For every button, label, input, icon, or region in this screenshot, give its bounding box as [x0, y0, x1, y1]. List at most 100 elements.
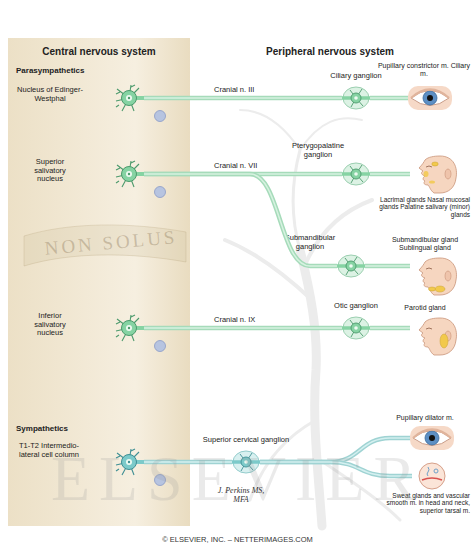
nerve-fiber: [260, 462, 412, 476]
icon-part: [445, 271, 451, 281]
spinal-cord-nucleus: T1-T2 Intermedio-lateral cell column: [14, 440, 144, 484]
icon-part: [426, 268, 432, 269]
fiber-outline: [144, 326, 342, 331]
fiber-outline: [144, 96, 342, 101]
icon-part: [408, 86, 452, 110]
nerve-fiber: [365, 266, 410, 267]
target-organ: Submandibular gland Sublingual gland: [410, 236, 460, 298]
icon-part: [351, 93, 361, 103]
ganglion: Pterygopalatine ganglion: [342, 142, 370, 188]
nerve-fiber: [144, 462, 232, 463]
icon-part: [354, 172, 358, 176]
fiber-outline: [144, 172, 342, 177]
node-label: Pupillary constrictor m. Ciliary m.: [376, 62, 472, 78]
icon-part: [350, 89, 363, 107]
tree-branch: [305, 200, 372, 265]
fiber-core: [370, 173, 410, 175]
target-organ: Parotid gland: [410, 304, 460, 358]
target-organ: Lacrimal glands Nasal mucosal glands Pal…: [410, 150, 460, 224]
node-label: Superior cervical ganglion: [186, 436, 306, 445]
icon-part: [429, 435, 435, 441]
icon-part: [440, 334, 448, 348]
icon-part: [411, 91, 449, 106]
icon-part: [426, 328, 432, 329]
icon-part: [413, 431, 451, 446]
node-label: Nucleus of Edinger-Westphal: [14, 86, 86, 103]
icon-part: [350, 165, 363, 183]
icon-part: [116, 161, 139, 187]
icon-part: [423, 91, 437, 105]
brainstem-nucleus: Nucleus of Edinger-Westphal: [14, 80, 144, 116]
icon-part: [354, 326, 358, 330]
icon-part: [233, 451, 259, 473]
cns-region: Central nervous systemNucleus of Edinger…: [8, 38, 190, 526]
neuron-cell-symbol: [114, 313, 144, 343]
icon-part: [343, 87, 369, 109]
node-label: Otic ganglion: [306, 302, 406, 311]
tree-trunk: [300, 250, 322, 526]
icon-part: [128, 97, 130, 99]
icon-part: [116, 449, 139, 475]
face-illustration: [410, 316, 460, 354]
icon-part: [425, 431, 439, 445]
node-label: Pupillary dilator m.: [380, 414, 470, 422]
icon-part: [232, 460, 260, 464]
icon-part: [419, 463, 445, 489]
icon-part: [427, 467, 429, 476]
fiber-outline: [370, 172, 410, 177]
node-label: Sweat glands and vascular smooth m. in h…: [370, 492, 470, 514]
fiber-outline: [260, 438, 410, 462]
icon-part: [126, 171, 132, 177]
nerve-fiber: [370, 328, 410, 329]
banner-ribbon: [24, 225, 186, 266]
nerve-fiber: [144, 98, 342, 99]
icon-part: [116, 449, 139, 475]
nerve-fiber: [260, 438, 410, 462]
ganglion-cell-symbol: [342, 84, 370, 112]
icon-part: [343, 317, 369, 339]
face-illustration: [410, 154, 460, 194]
fiber-outline: [370, 326, 410, 331]
icon-part: [432, 162, 438, 166]
icon-part: [422, 478, 442, 480]
glial-cell: [155, 187, 166, 198]
fiber-outline: [370, 96, 408, 101]
icon-part: [116, 315, 139, 341]
node-label: Ciliary ganglion: [306, 72, 406, 81]
icon-part: [126, 95, 132, 101]
fiber-core: [370, 97, 408, 99]
fiber-outline: [260, 462, 412, 476]
icon-part: [426, 166, 432, 167]
fiber-core: [144, 173, 342, 175]
nerve-fiber: [144, 328, 342, 329]
target-organ: Sweat glands and vascular smooth m. in h…: [412, 462, 452, 526]
fiber-core: [144, 327, 342, 329]
icon-part: [411, 90, 449, 99]
icon-part: [126, 325, 132, 331]
nerve-fiber: [370, 98, 408, 99]
icon-part: [434, 469, 438, 473]
icon-part: [429, 180, 435, 183]
nerve-label: Cranial n. IX: [214, 316, 255, 325]
ganglion: Otic ganglion: [342, 300, 370, 342]
icon-part: [343, 163, 369, 185]
icon-part: [424, 171, 429, 177]
neuron-cell-symbol: [114, 83, 144, 113]
icon-part: [337, 264, 365, 268]
icon-part: [122, 91, 137, 106]
fiber-core: [260, 438, 410, 462]
fiber-core: [370, 327, 410, 329]
copyright-note: © ELSEVIER, INC. – NETTERIMAGES.COM: [0, 536, 475, 545]
fiber-core: [144, 174, 337, 266]
ganglion-cell-symbol: [342, 160, 370, 188]
node-label: Inferior salivatory nucleus: [22, 312, 78, 338]
icon-part: [342, 172, 370, 176]
icon-part: [345, 257, 358, 275]
glial-cell: [155, 341, 166, 352]
skin-illustration: [418, 462, 446, 490]
artist-signature: J. Perkins MS, MFA: [216, 486, 266, 504]
icon-part: [128, 461, 130, 463]
pns-region: Peripheral nervous systemCiliary ganglio…: [190, 38, 470, 526]
node-label: T1-T2 Intermedio-lateral cell column: [16, 442, 82, 459]
